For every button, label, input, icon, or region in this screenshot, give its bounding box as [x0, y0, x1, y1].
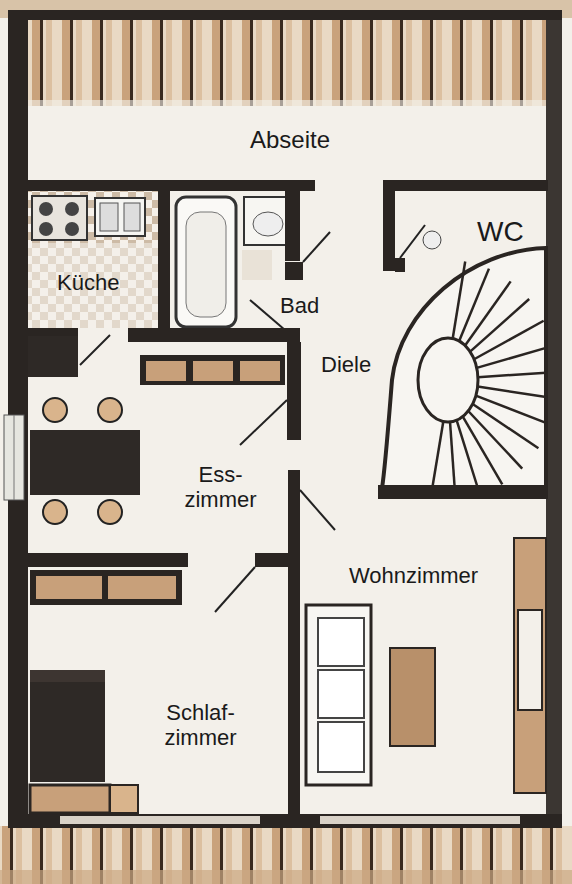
stair-tread	[478, 387, 546, 397]
stair-tread	[478, 373, 546, 377]
stair-tread	[459, 269, 489, 341]
room-label: Küche	[57, 270, 119, 295]
stair-tread	[476, 396, 546, 423]
room-label: Schlaf- zimmer	[162, 700, 239, 751]
stair-tread	[463, 417, 502, 485]
room-label: Bad	[280, 293, 319, 318]
room-label: WC	[477, 216, 524, 248]
room-label: Diele	[321, 352, 371, 377]
stair-tread	[450, 422, 455, 486]
stair-tread	[474, 321, 544, 359]
room-label: Wohnzimmer	[349, 563, 478, 588]
stair-tread	[477, 348, 546, 368]
stair-tread	[433, 421, 444, 486]
stair-tread	[453, 261, 466, 338]
spiral-stair	[382, 248, 546, 488]
room-label: Ess- zimmer	[182, 462, 259, 513]
attic-label: Abseite	[250, 126, 330, 154]
stair-tread	[457, 420, 478, 486]
